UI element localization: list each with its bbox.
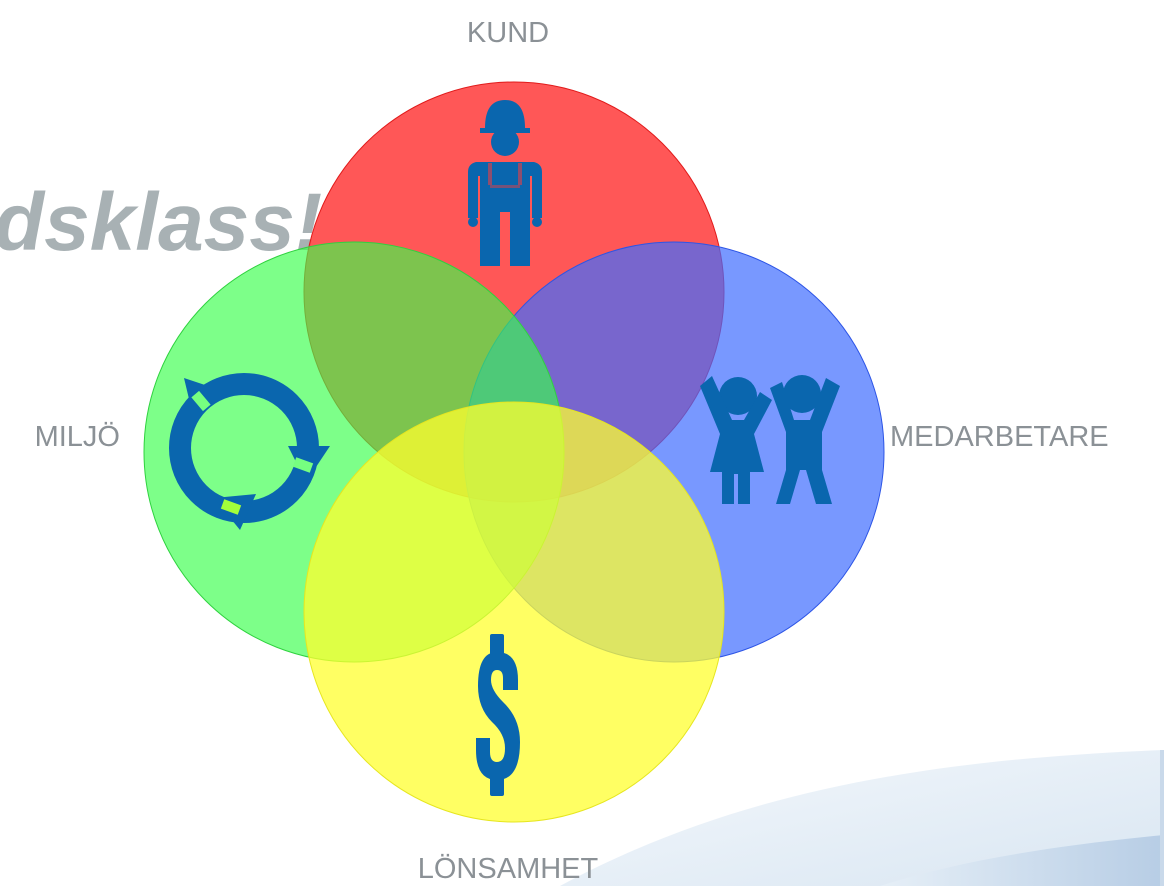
label-lonsamhet: LÖNSAMHET — [418, 853, 599, 885]
label-medarbetare: MEDARBETARE — [890, 421, 1109, 453]
dollar-sign-icon — [476, 634, 520, 796]
slide-edge-strip — [1160, 750, 1164, 886]
recycle-arrows-icon — [169, 373, 330, 530]
label-kund: KUND — [467, 17, 549, 49]
label-miljo: MILJÖ — [35, 421, 120, 453]
background-swoosh — [560, 750, 1164, 886]
worker-icon — [468, 100, 542, 266]
slide-title-fragment: dsklass! — [0, 177, 322, 268]
circle-lonsamhet — [303, 401, 725, 823]
two-children-icon — [700, 375, 840, 504]
background-swoosh-band — [880, 835, 1164, 886]
